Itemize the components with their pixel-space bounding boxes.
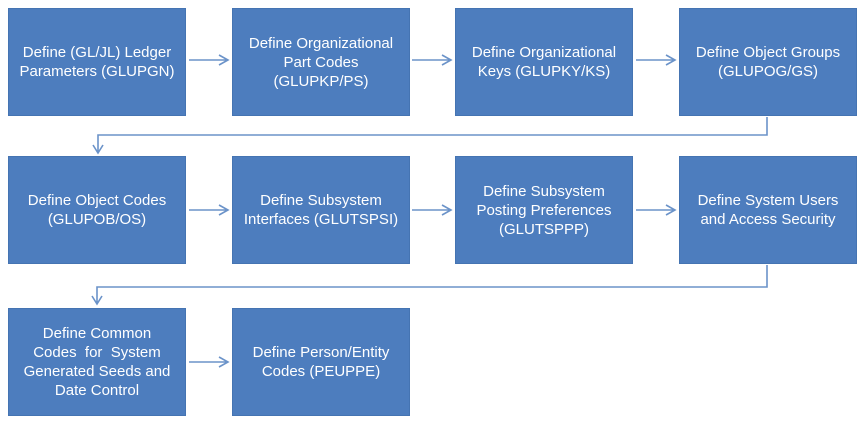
arrow-right-icon — [636, 54, 677, 66]
box-system-users-security: Define System Users and Access Security — [679, 156, 857, 264]
box-object-groups: Define Object Groups (GLUPOG/GS) — [679, 8, 857, 116]
box-org-keys: Define Organizational Keys (GLUPKY/KS) — [455, 8, 633, 116]
arrow-right-icon — [636, 204, 677, 216]
arrow-right-icon — [189, 356, 230, 368]
box-subsystem-interfaces: Define Subsystem Interfaces (GLUTSPSI) — [232, 156, 410, 264]
box-ledger-parameters: Define (GL/JL) Ledger Parameters (GLUPGN… — [8, 8, 186, 116]
box-org-part-codes: Define Organizational Part Codes (GLUPKP… — [232, 8, 410, 116]
elbow-connector-down-icon — [91, 265, 768, 306]
box-person-entity-codes: Define Person/Entity Codes (PEUPPE) — [232, 308, 410, 416]
arrow-right-icon — [412, 54, 453, 66]
arrow-right-icon — [189, 54, 230, 66]
arrow-right-icon — [412, 204, 453, 216]
arrow-right-icon — [189, 204, 230, 216]
box-subsystem-posting-preferences: Define Subsystem Posting Preferences (GL… — [455, 156, 633, 264]
elbow-connector-down-icon — [92, 117, 768, 155]
box-object-codes: Define Object Codes (GLUPOB/OS) — [8, 156, 186, 264]
box-common-codes-seeds-date-control: Define Common Codes for System Generated… — [8, 308, 186, 416]
